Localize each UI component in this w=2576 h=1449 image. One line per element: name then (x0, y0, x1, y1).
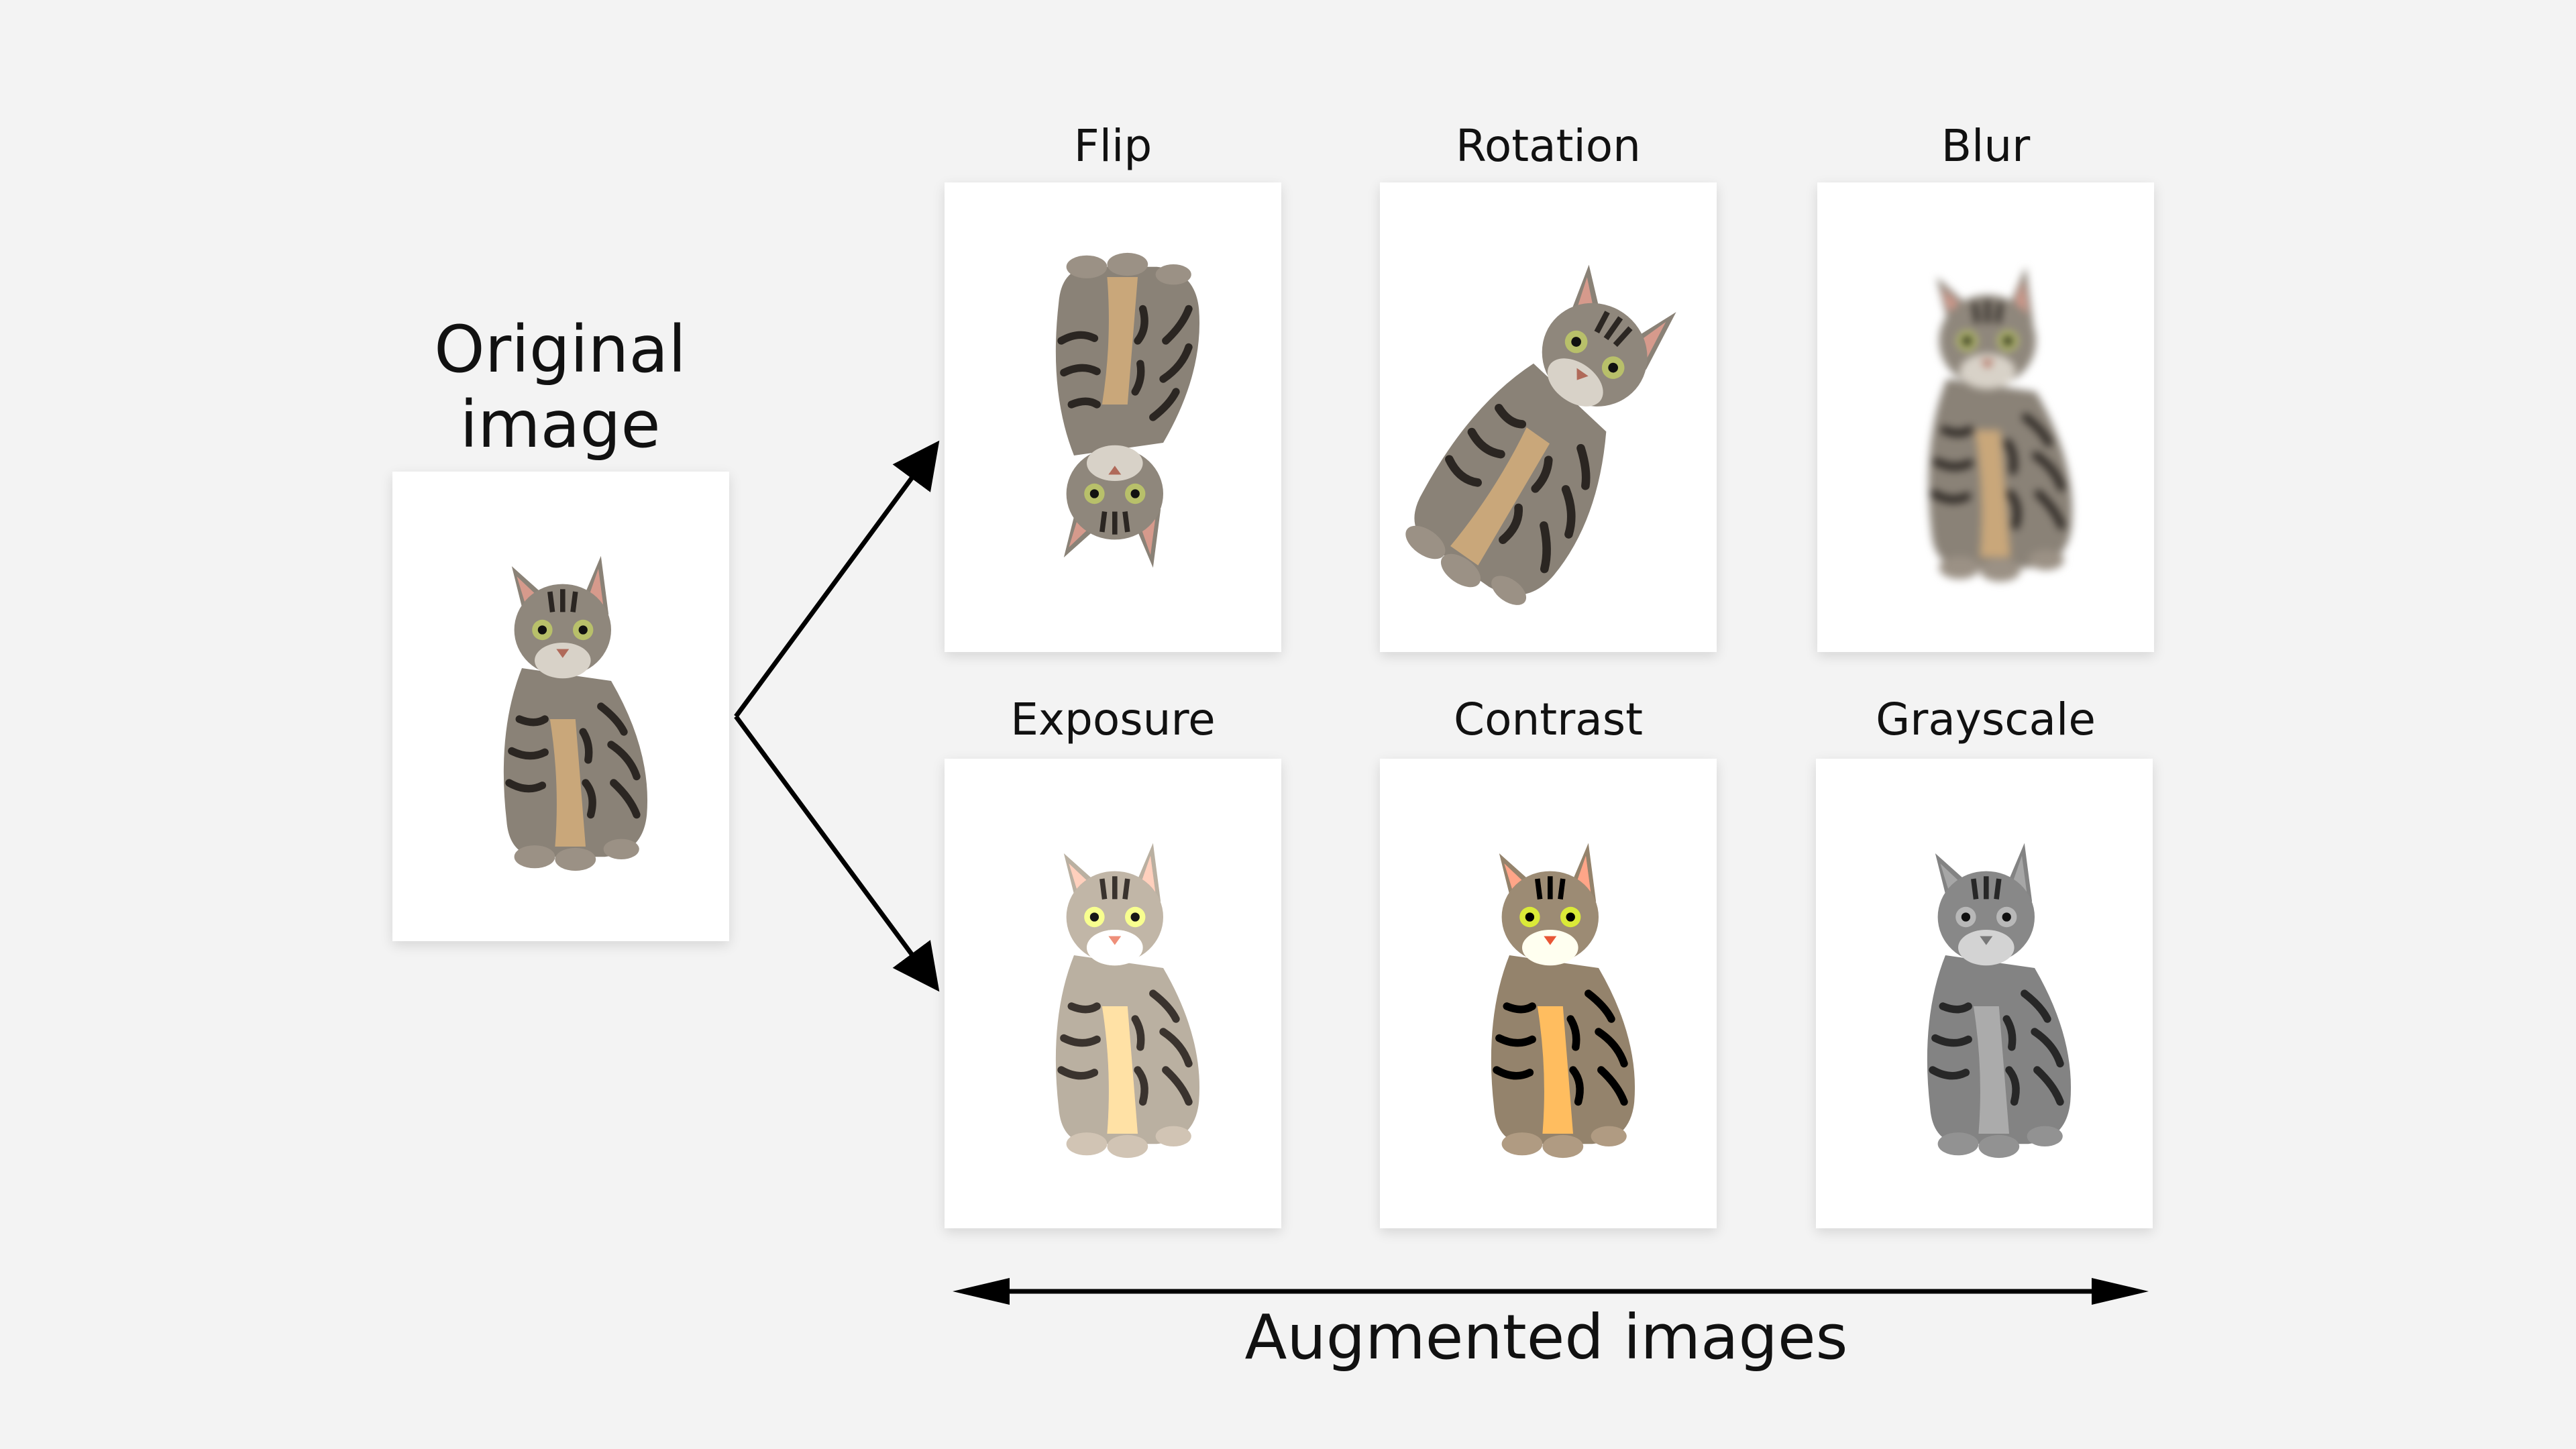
label-rotation: Rotation (1455, 120, 1642, 172)
original-title-line1: Original (434, 312, 686, 387)
original-image-title: Original image (359, 312, 761, 462)
arrow-right-icon (734, 714, 940, 992)
contrast-card (1380, 759, 1717, 1228)
blur-card (1817, 182, 2154, 652)
augmented-images-label: Augmented images (1244, 1301, 1848, 1373)
flip-card (945, 182, 1281, 652)
rotation-cat-image (1380, 182, 1717, 652)
flip-cat-image (945, 182, 1281, 652)
grayscale-cat-image (1816, 759, 2153, 1228)
label-exposure: Exposure (1010, 694, 1216, 745)
exposure-card (945, 759, 1281, 1228)
grayscale-card (1816, 759, 2153, 1228)
label-grayscale: Grayscale (1876, 694, 2096, 745)
original-title-line2: image (460, 387, 661, 462)
exposure-cat-image (945, 759, 1281, 1228)
label-blur: Blur (1941, 120, 2031, 172)
arrow-right-head (2092, 1278, 2149, 1305)
original-image-card (392, 472, 729, 941)
label-contrast: Contrast (1453, 694, 1643, 745)
label-flip: Flip (1073, 120, 1152, 172)
arrow-right-icon (734, 440, 940, 718)
arrow-left-head (953, 1278, 1010, 1305)
blur-cat-image (1817, 182, 2154, 652)
contrast-cat-image (1380, 759, 1717, 1228)
rotation-card (1380, 182, 1717, 652)
